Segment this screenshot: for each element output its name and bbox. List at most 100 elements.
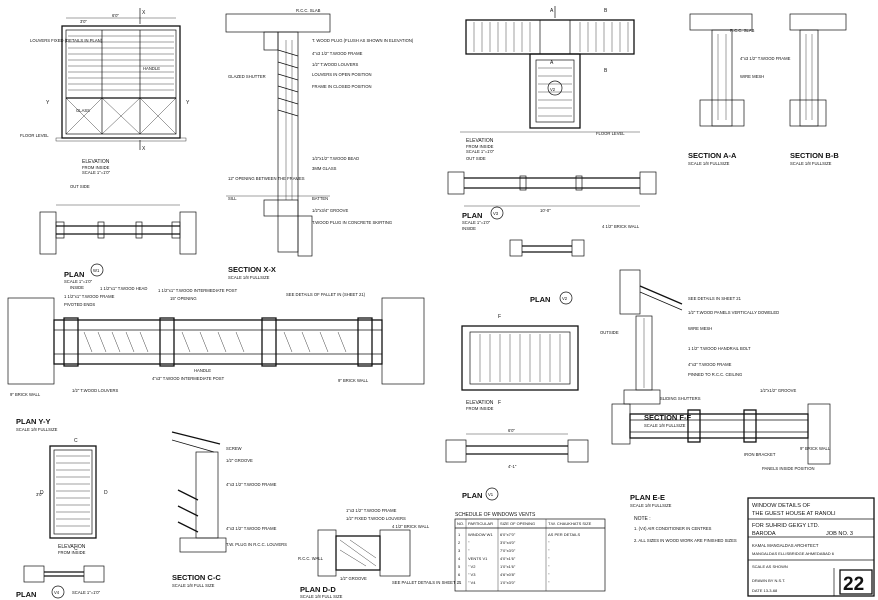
label-t-wood-frame-pyy: 1 1/2"x1" T.WOOD FRAME (64, 294, 115, 299)
drawing-date: DATE 13-3-68 (752, 588, 778, 593)
schedule-r0-c3: AS PER DETAILS (548, 532, 580, 537)
schedule-r2-c3: " (548, 548, 550, 553)
section-cc-louvers (177, 489, 199, 533)
tag-plan-v3: V3 (493, 211, 499, 216)
tag-plan-v4: V4 (54, 590, 60, 595)
title-section-ff: SECTION F-F (644, 413, 691, 422)
schedule-header-1: PARTICULAR (468, 521, 493, 526)
section-xx-louvers (277, 49, 299, 117)
schedule-r5-c0: 6 (458, 572, 461, 577)
schedule-r5-c3: " (548, 572, 550, 577)
plan-w1: PLAN W1 SCALE 1"=1'0" INSIDE (39, 204, 197, 290)
sub-elevation-v2: FROM INSIDE (466, 406, 494, 411)
sub-section-cc: SCALE 1/8 FULL SIZE (172, 583, 215, 588)
notes-heading: NOTE : (634, 516, 651, 522)
client-line-2: BARODA (752, 531, 776, 537)
label-t-wood-head: 1 1/2"x1" T.WOOD HEAD (100, 286, 147, 291)
label-groove-dd: 1/2" GROOVE (340, 576, 367, 581)
title-plan-v1: PLAN (462, 491, 482, 500)
title-section-bb: SECTION B-B (790, 151, 839, 160)
label-handrail: 1 1/2" T.WOOD HANDRAIL BOLT (688, 346, 751, 351)
label-skirting: T.WOOD PLUG IN CONCRETE SKIRTING (312, 220, 392, 225)
plan-yy: 1 1/2"x1" T.WOOD HEAD 1 1/2"x1" T.WOOD F… (7, 286, 425, 432)
title-plan-v2: PLAN (530, 295, 550, 304)
schedule-r1-c1: " (468, 540, 470, 545)
label-louvers-pyy: 1/2" T.WOOD LOUVERS (72, 388, 119, 393)
schedule-r2-c2: 7'0"x3'0" (500, 548, 516, 553)
tag-elevation-v2: V2 (550, 87, 556, 92)
label-louvers: LOUVERS FIXED (DETAILS IN PLAN) (30, 38, 103, 43)
sub-section-bb: SCALE 1/8 FULLSIZE (790, 161, 832, 166)
schedule-r4-c1: " V2 (468, 564, 476, 569)
title-plan-w1: PLAN (64, 270, 84, 279)
marker-c-bottom: C (74, 546, 78, 552)
scale-text: SCALE AS SHOWN (752, 564, 788, 569)
marker-b-bottom: B (604, 68, 608, 74)
schedule-r1-c3: " (548, 540, 550, 545)
dim-v1-sub: 4'-1" (508, 464, 517, 469)
marker-f-top: F (498, 314, 501, 320)
label-rcc-slab: R.C.C. SLAB (296, 8, 321, 13)
section-bb: SECTION B-B SCALE 1/8 FULLSIZE (789, 13, 847, 166)
dim-w1-half: 3'0" (80, 19, 87, 24)
elevation-v2-panels (479, 334, 561, 382)
sub-elevation-v3-scale: SCALE 1"=1'0" (466, 149, 495, 154)
title-plan-v3: PLAN (462, 211, 482, 220)
title-elevation-v4: ELEVATION (58, 544, 86, 550)
title-elevation-v2: ELEVATION (466, 400, 494, 406)
schedule-r2-c0: 3 (458, 548, 461, 553)
label-frame-aa: 4"x3 1/2" T.WOOD FRAME (740, 56, 791, 61)
label-screw: SCREW (226, 446, 242, 451)
sheet-number: 22 (843, 574, 864, 595)
notes: NOTE : 1. (V4) AIR CONDITIONER IN CENTRE… (634, 516, 737, 543)
elevation-v4: C D D C 3'0" ELEVATION FROM INSIDE PLAN … (16, 438, 108, 599)
title-plan-ee: PLAN E-E (630, 493, 665, 502)
label-outdoor-ff: OUTSIDE (600, 330, 619, 335)
label-glass: GLASS (76, 108, 90, 113)
marker-d-right: D (104, 490, 108, 496)
elevation-v3: V2 A A B B FLOOR LEVEL ELEVATION FROM IN… (460, 6, 640, 161)
label-floor-level: FLOOR LEVEL (20, 133, 49, 138)
marker-x-top: X (142, 10, 146, 16)
marker-d-left: D (40, 490, 44, 496)
label-outside-v3: OUT SIDE (466, 156, 486, 161)
label-sheet-details: SEE DETAILS IN SHEET 21 (688, 296, 742, 301)
schedule-r5-c1: " V3 (468, 572, 476, 577)
sub-plan-yy: SCALE 1/8 FULLSIZE (16, 427, 58, 432)
section-xx: R.C.C. SLAB T. WOOD PLUG (FLUSH AS SHOWN… (225, 8, 414, 280)
schedule-r4-c2: 1'0"x1'6" (500, 564, 516, 569)
label-groove: 1/2"x3/4" GROOVE (312, 208, 348, 213)
sub-plan-w1: SCALE 1"=1'0" (64, 279, 93, 284)
schedule-header-0: NO. (457, 521, 464, 526)
label-handle-pyy: HANDLE (194, 368, 211, 373)
label-groove-cc: 1/2" GROOVE (226, 458, 253, 463)
label-pivot: PIVOTED ENDS (64, 302, 95, 307)
client-line-1: FOR SUHRID GEIGY LTD. (752, 523, 820, 529)
schedule-r6-c0: 7 (458, 580, 461, 585)
sub-section-ff: SCALE 1/8 FULLSIZE (644, 423, 686, 428)
dim-v3-h: 10'-0" (540, 208, 551, 213)
label-see-details: SEE DETAILS OF PALLET IN (SHEET 21) (286, 292, 366, 297)
label-louvers-open: LOUVERS IN OPEN POSITION (312, 72, 372, 77)
tag-plan-v2: V2 (562, 296, 568, 301)
label-handle: HANDLE (143, 66, 160, 71)
label-outside-w1: OUT SIDE (70, 184, 90, 189)
elevation-w1: X X Y Y 6'0" 3'0" LOUVERS FIXED (DETAILS… (20, 8, 190, 189)
plan-v1: 6'0" 4'-1" PLAN V1 (445, 428, 589, 501)
sub-elevation-v4: FROM INSIDE (58, 550, 86, 555)
marker-a-top: A (550, 8, 554, 14)
sub-section-xx: SCALE 1/8 FULLSIZE (228, 275, 270, 280)
schedule-r3-c3: " (548, 556, 550, 561)
label-brick-wall-pyy: 9" BRICK WALL (338, 378, 369, 383)
elevation-v3-louvers (473, 22, 629, 52)
plan-v3: 10'-0" PLAN V3 SCALE 1"=1'0" INSIDE 4 1/… (447, 171, 657, 231)
marker-b-top: B (604, 8, 608, 14)
sub-section-aa: SCALE 1/8 FULLSIZE (688, 161, 730, 166)
label-brick-wall-dd: 4 1/2" BRICK WALL (392, 524, 430, 529)
label-brick-wall-ee: 9" BRICK WALL (800, 446, 831, 451)
schedule-r3-c1: VENTS V1 (468, 556, 488, 561)
title-plan-v4: PLAN (16, 590, 36, 599)
schedule-header-2: SIZE OF OPENING (500, 521, 535, 526)
label-pinned: PINNED TO R.C.C. CEILING (688, 372, 742, 377)
